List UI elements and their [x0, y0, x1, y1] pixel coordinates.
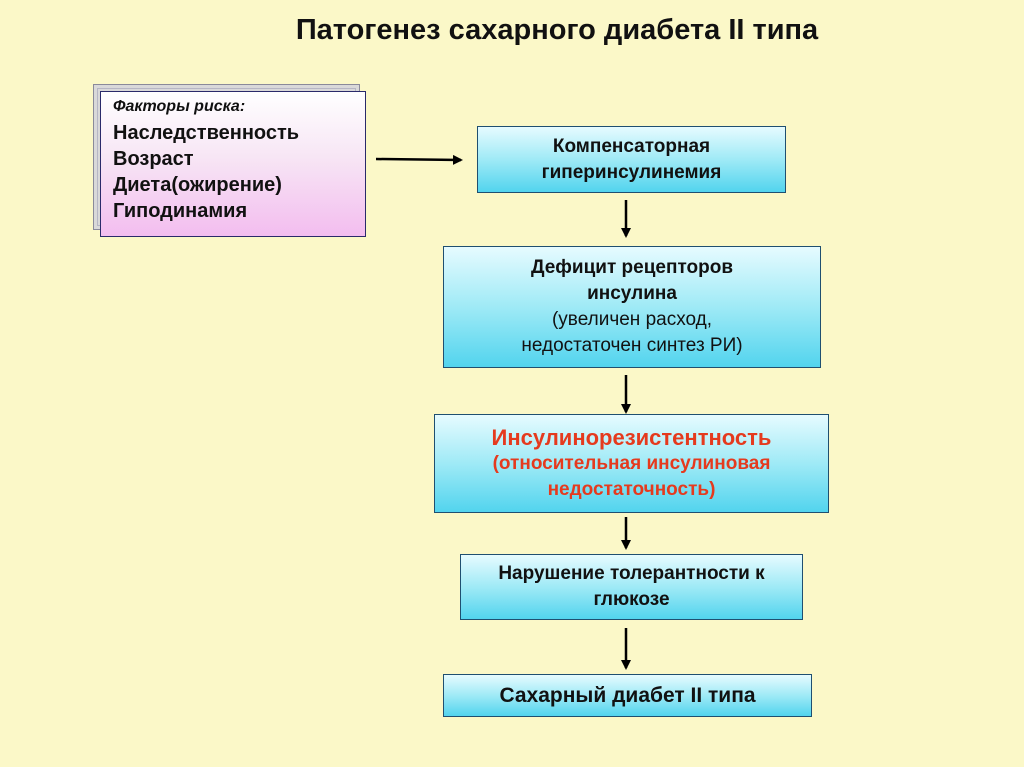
risk-factor-item: Гиподинамия: [113, 200, 248, 222]
risk-factor-item: Наследственность: [113, 122, 300, 144]
box-line: глюкозе: [593, 589, 670, 610]
receptor-deficit-box: Дефицит рецепторов инсулина (увеличен ра…: [443, 246, 821, 368]
box-line: гиперинсулинемия: [541, 161, 722, 183]
page-title: Патогенез сахарного диабета II типа: [295, 14, 819, 46]
compensatory-hyperinsulinemia-box: Компенсаторная гиперинсулинемия: [477, 126, 786, 193]
arrow-risk-to-compensatory: [375, 154, 463, 165]
risk-factors-box: Факторы риска: Наследственность Возраст …: [100, 91, 366, 237]
box-line: Компенсаторная: [552, 135, 711, 157]
box-line: недостаточность): [547, 478, 716, 500]
risk-factors-header: Факторы риска:: [113, 98, 246, 115]
box-line: (относительная инсулиновая: [492, 452, 771, 474]
box-line: Сахарный диабет II типа: [499, 683, 756, 707]
box-line: Инсулинорезистентность: [491, 424, 772, 450]
risk-factor-item: Возраст: [113, 148, 194, 170]
box-line: Дефицит рецепторов: [530, 257, 734, 278]
box-line: Нарушение толерантности к: [498, 563, 765, 584]
risk-factor-item: Диета(ожирение): [113, 174, 282, 196]
glucose-tolerance-box: Нарушение толерантности к глюкозе: [460, 554, 803, 620]
box-line: инсулина: [587, 283, 677, 304]
box-line: недостаточен синтез РИ): [521, 335, 743, 356]
diabetes-box: Сахарный диабет II типа: [443, 674, 812, 717]
insulin-resistance-box: Инсулинорезистентность (относительная ин…: [434, 414, 829, 513]
box-line: (увеличен расход,: [551, 309, 712, 330]
